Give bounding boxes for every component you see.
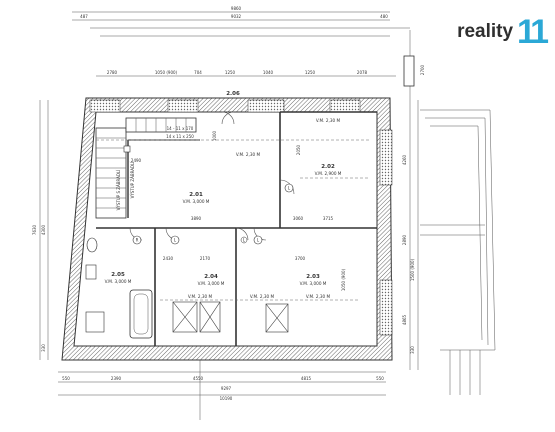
room-202-height: V.M. 2,900 M	[315, 171, 342, 176]
dim-bot-b: 2390	[111, 376, 122, 381]
dim-int-i: 2050	[296, 144, 301, 155]
roof-slope-lines	[96, 139, 370, 301]
dim-top2-b: 1050 (900)	[155, 70, 178, 75]
dim-left-a: 7630	[32, 224, 37, 235]
fixture-marks: R L L L L	[132, 183, 294, 245]
dim-top2-f: 1250	[305, 70, 316, 75]
dim-bot-c: 4550	[193, 376, 204, 381]
dimension-frame-lines	[39, 11, 419, 420]
interior-dimensions: 2490 3890 3060 3715 2170 2430 3700 1000 …	[131, 130, 346, 291]
dim-top2-g: 2078	[357, 70, 368, 75]
room-205-height: V.M. 3,000 M	[105, 279, 132, 284]
dim-bot-mid: 9297	[221, 386, 232, 391]
fixture-mark-1: R	[136, 238, 139, 243]
dim-bot-e: 550	[376, 376, 384, 381]
ceiling-note-2: V.M. 2,30 M	[316, 118, 341, 123]
ceiling-notes: V.M. 2,30 M V.M. 2,30 M V.M. 2,30 M V.M.…	[188, 118, 341, 299]
fixture-mark-3: L	[257, 238, 260, 243]
dim-top2-d: 1250	[225, 70, 236, 75]
dim-right-e: 4865	[402, 314, 407, 325]
dim-top2-c: 704	[194, 70, 202, 75]
fixture-mark-2: L	[174, 238, 177, 243]
room-204-height: V.M. 3,000 M	[198, 281, 225, 286]
ceiling-note-4: V.M. 2,30 M	[250, 294, 275, 299]
room-203-label: 2.03	[306, 274, 320, 280]
room-206-label: 2.06	[226, 91, 240, 97]
dim-top-c: 480	[380, 14, 388, 19]
stair-notes: 14 - 11 x 170 14 x 11 x 250 VÝSTUP S ZÁB…	[116, 126, 194, 210]
ceiling-note-1: V.M. 2,30 M	[236, 152, 261, 157]
dim-int-e: 2170	[200, 256, 211, 261]
dim-int-h: 1000	[212, 130, 217, 141]
dim-right-f: 330	[410, 346, 415, 354]
side-dimensions: 7630 4300 330 2700 4260 2890 1500 (900) …	[32, 64, 425, 353]
dim-top2-a: 2780	[107, 70, 118, 75]
dim-top-a: 487	[80, 14, 88, 19]
fixture-mark-4: L	[288, 186, 291, 191]
dim-right-d: 1500 (900)	[410, 258, 415, 281]
dim-int-a: 2490	[131, 158, 142, 163]
room-204-label: 2.04	[204, 274, 218, 280]
dim-right-a: 2700	[420, 64, 425, 75]
room-201-label: 2.01	[189, 192, 203, 198]
ceiling-note-3: V.M. 2,30 M	[188, 294, 213, 299]
dim-left-b: 4300	[41, 224, 46, 235]
staircase	[95, 117, 200, 219]
room-205-label: 2.05	[111, 272, 125, 278]
ceiling-note-5: V.M. 2,30 M	[306, 294, 331, 299]
dim-top-total: 9860	[231, 6, 242, 11]
fixture-mark-5: L	[243, 238, 246, 243]
dim-int-g: 3700	[295, 256, 306, 261]
dim-bot-a: 550	[62, 376, 70, 381]
dim-int-j: 1050 (900)	[341, 268, 346, 291]
dim-int-f: 2430	[163, 256, 174, 261]
stair-note-2: 14 x 11 x 250	[166, 134, 194, 139]
brand-mark-icon: 11	[517, 13, 549, 51]
dim-bot-d: 4815	[301, 376, 312, 381]
room-labels: 2.06 2.01 V.M. 3,000 M 2.02 V.M. 2,900 M…	[105, 91, 342, 286]
dim-int-c: 3060	[293, 216, 304, 221]
room-201-height: V.M. 3,000 M	[183, 199, 210, 204]
dim-right-c: 2890	[402, 234, 407, 245]
room-202-label: 2.02	[321, 164, 335, 170]
stair-note-3: VÝSTUP S ZÁBRADLÍ	[116, 169, 121, 210]
dim-int-d: 3715	[323, 216, 334, 221]
reality-logo: reality 11	[457, 13, 549, 51]
brand-name: reality	[457, 21, 514, 42]
room-203-height: V.M. 3,000 M	[300, 281, 327, 286]
dim-left-c: 330	[41, 344, 46, 352]
bottom-dimensions: 550 2390 4550 4815 550 9297 10190	[62, 376, 384, 401]
top-dimensions: 9860 487 9032 480 2780 1050 (900) 704 12…	[80, 6, 388, 75]
dim-bot-total: 10190	[220, 396, 233, 401]
parapet-blocks	[89, 99, 393, 336]
dim-int-b: 3890	[191, 216, 202, 221]
bathroom-fixtures	[85, 237, 153, 339]
dim-right-b: 4260	[402, 154, 407, 165]
roof-windows	[172, 301, 289, 333]
stair-note-4: VÝSTUP ZÁBRADLÍ	[130, 161, 135, 199]
terrace-structure	[403, 55, 496, 395]
dim-top-b: 9032	[231, 14, 242, 19]
stair-note-1: 14 - 11 x 170	[167, 126, 194, 131]
dim-top2-e: 1040	[263, 70, 274, 75]
